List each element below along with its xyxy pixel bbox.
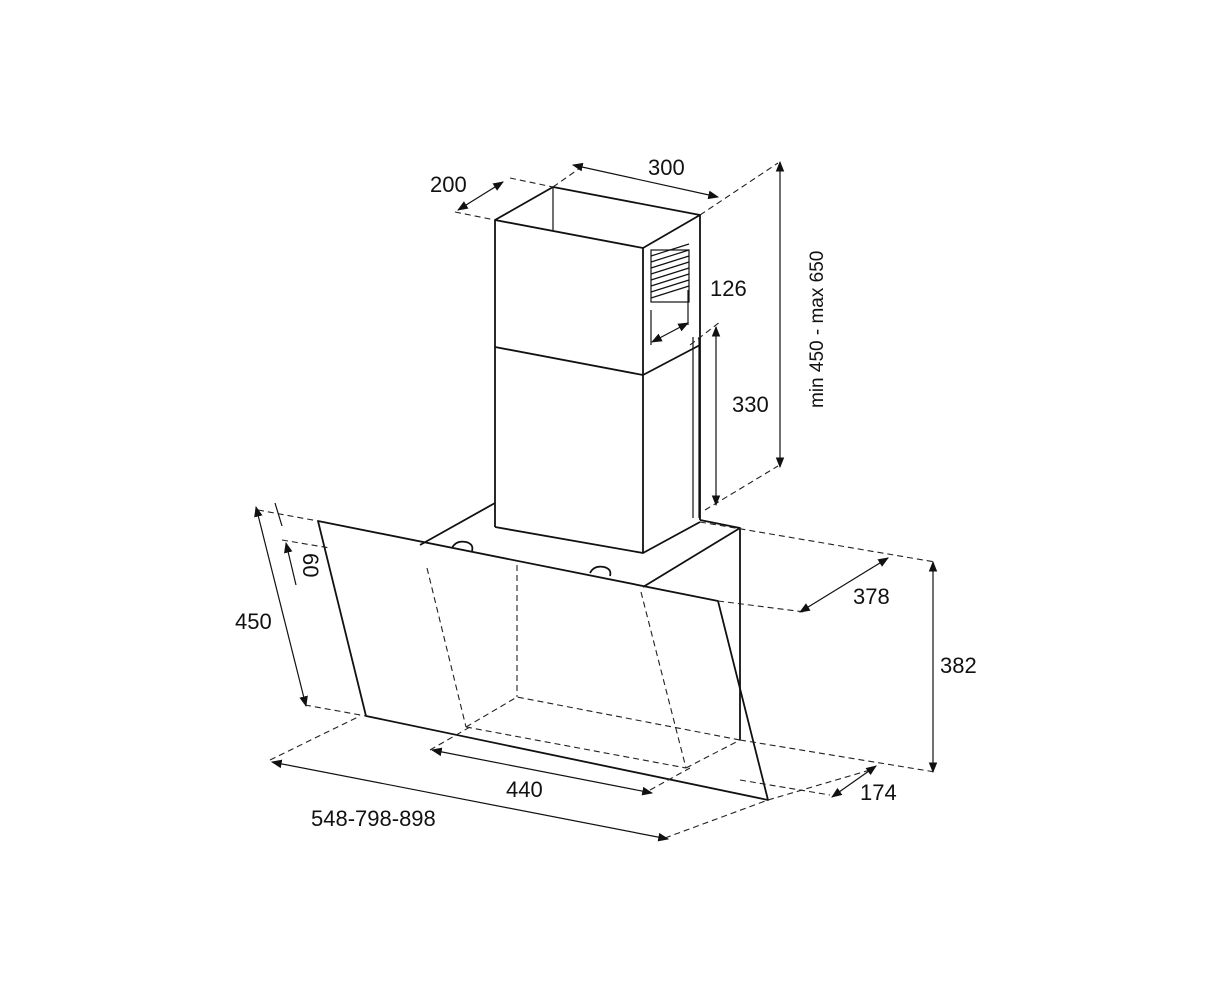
chimney-height-range-label: min 450 - max 650: [807, 251, 828, 408]
chimney-depth-label: 200: [430, 172, 467, 197]
overall-widths-label: 548-798-898: [311, 806, 436, 831]
glass-panel-height-label: 450: [235, 609, 272, 634]
body-height-label: 382: [940, 653, 977, 678]
dimension-arrows: [254, 160, 938, 842]
outlet-offset-label: 126: [710, 276, 747, 301]
inner-width-label: 440: [506, 777, 543, 802]
vent-grille-icon: [650, 243, 690, 345]
extension-lines: [257, 162, 936, 839]
body-depth-label: 378: [853, 584, 890, 609]
chimney: [494, 186, 701, 554]
hidden-lines: [426, 565, 741, 769]
bottom-depth-label: 174: [860, 780, 897, 805]
panel-offset-label: 60: [298, 553, 323, 577]
glass-panel: [317, 520, 769, 801]
mounting-slot-icon: [451, 540, 612, 577]
lower-chimney-height-label: 330: [732, 392, 769, 417]
chimney-width-label: 300: [648, 155, 685, 180]
hood-body: [419, 502, 741, 740]
